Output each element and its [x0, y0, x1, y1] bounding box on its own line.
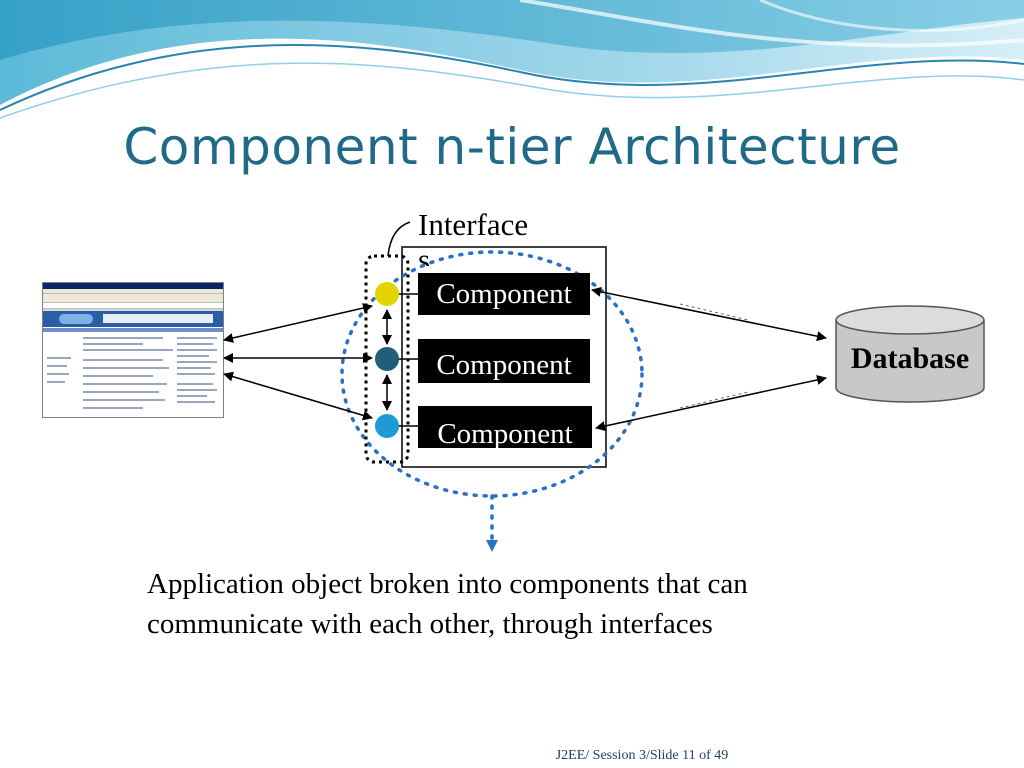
browser-window-thumbnail: [42, 282, 224, 418]
component-box-1: Component: [418, 273, 590, 315]
caption-line-1: Application object broken into component…: [147, 568, 748, 600]
interfaces-label: Interface: [418, 207, 529, 242]
component-label: Component: [436, 349, 572, 381]
interface-dot-blue: [375, 414, 399, 438]
slide-footer: J2EE/ Session 3/Slide 11 of 49: [555, 748, 729, 763]
database-label: Database: [850, 342, 970, 375]
component-container: [401, 246, 607, 468]
slide-title: Component n-tier Architecture: [123, 118, 901, 176]
arrow-component-3-database: [595, 375, 827, 431]
down-arrow-head: [486, 540, 498, 552]
component-label: Component: [437, 418, 573, 450]
caption: Application object broken into component…: [147, 564, 907, 644]
component-box-2: Component: [418, 339, 590, 383]
interface-dot-yellow: [375, 282, 399, 306]
component-label: Component: [436, 278, 572, 310]
interface-dot-teal: [375, 347, 399, 371]
arrow-browser-interface-3: [223, 371, 373, 421]
interfaces-label-wrap: s: [418, 250, 430, 266]
database-cylinder-icon: [835, 305, 985, 403]
component-box-3: Component: [418, 406, 592, 450]
dotted-circle: [340, 250, 644, 498]
caption-line-2: communicate with each other, through int…: [147, 608, 713, 640]
arrow-browser-interface-1: [223, 303, 373, 343]
arrow-component-1-database: [591, 286, 827, 342]
interface-label-pointer: [387, 221, 411, 257]
